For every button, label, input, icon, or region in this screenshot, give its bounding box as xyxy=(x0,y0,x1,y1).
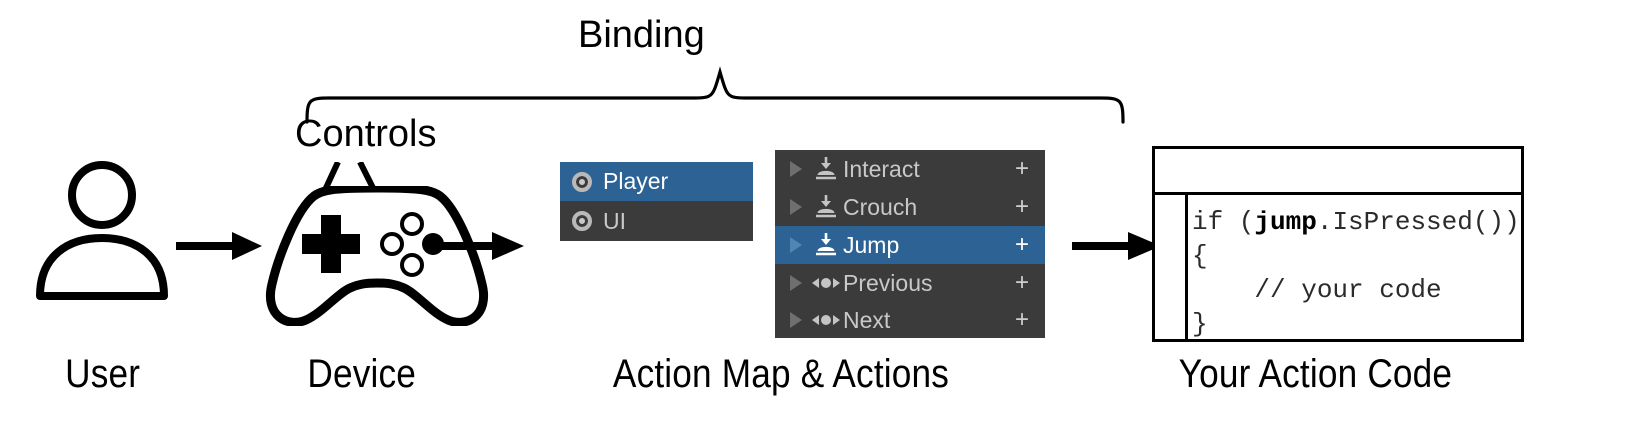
action-row-interact[interactable]: Interact + xyxy=(775,150,1045,188)
binding-label: Binding xyxy=(578,14,705,56)
caption-your-action-code: Your Action Code xyxy=(1178,352,1453,396)
add-binding-button[interactable]: + xyxy=(1014,306,1029,333)
code-window xyxy=(1152,146,1524,342)
action-map-icon xyxy=(572,211,592,231)
action-row-label: Previous xyxy=(843,269,933,296)
code-line-4: } xyxy=(1192,309,1208,339)
action-map-item-label: UI xyxy=(603,207,626,234)
action-map-item-ui[interactable]: UI xyxy=(560,201,753,241)
button-control-icon xyxy=(809,232,843,258)
code-line-1: if (jump.IsPressed()) xyxy=(1192,207,1520,237)
user-icon xyxy=(36,161,168,300)
add-binding-button[interactable]: + xyxy=(1014,193,1029,220)
action-map-item-label: Player xyxy=(603,168,669,194)
foldout-triangle-icon[interactable] xyxy=(783,237,809,253)
arrow-right-icon xyxy=(176,232,262,260)
axis-control-icon xyxy=(809,273,843,293)
code-line-3: // your code xyxy=(1192,275,1442,305)
action-row-label: Crouch xyxy=(843,193,918,220)
foldout-triangle-icon[interactable] xyxy=(783,161,809,177)
actions-list[interactable]: Interact + Crouch + xyxy=(775,150,1045,338)
caption-device: Device xyxy=(307,352,417,396)
code-line-2: { xyxy=(1192,241,1208,271)
code-token-jump: jump xyxy=(1254,207,1317,237)
caption-user: User xyxy=(65,352,141,396)
add-binding-button[interactable]: + xyxy=(1014,231,1029,258)
add-binding-button[interactable]: + xyxy=(1014,155,1029,182)
action-row-next[interactable]: Next + xyxy=(775,302,1045,338)
code-window-titlebar xyxy=(1155,149,1521,195)
action-row-previous[interactable]: Previous + xyxy=(775,264,1045,302)
foldout-triangle-icon[interactable] xyxy=(783,199,809,215)
action-map-icon xyxy=(572,171,592,192)
action-row-label: Jump xyxy=(843,231,900,258)
action-row-label: Interact xyxy=(843,155,920,182)
action-map-item-player[interactable]: Player xyxy=(560,162,753,201)
add-binding-button[interactable]: + xyxy=(1014,269,1029,296)
arrow-right-icon xyxy=(432,232,524,260)
caption-action-map: Action Map & Actions xyxy=(612,352,950,396)
foldout-triangle-icon[interactable] xyxy=(783,312,809,328)
binding-brace-icon xyxy=(305,66,1125,124)
controls-label: Controls xyxy=(295,113,437,155)
action-row-jump[interactable]: Jump + xyxy=(775,226,1045,264)
dpad-icon xyxy=(302,215,360,273)
foldout-triangle-icon[interactable] xyxy=(783,275,809,291)
arrow-right-icon xyxy=(1072,232,1161,260)
action-row-crouch[interactable]: Crouch + xyxy=(775,188,1045,226)
action-row-label: Next xyxy=(843,306,891,333)
code-content: if (jump.IsPressed()) { // your code } xyxy=(1192,205,1522,341)
axis-control-icon xyxy=(809,310,843,330)
button-control-icon xyxy=(809,194,843,220)
action-map-list[interactable]: Player UI xyxy=(560,162,753,241)
button-control-icon xyxy=(809,156,843,182)
code-window-gutter xyxy=(1155,195,1188,339)
